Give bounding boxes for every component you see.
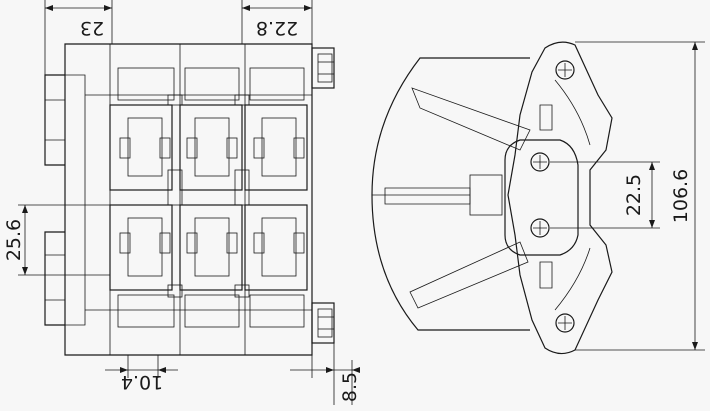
dim-bottom-right-offset: 8.5 — [339, 372, 361, 402]
dim-overall-height: 106.6 — [670, 169, 692, 223]
dim-top-left-width: 23 — [80, 17, 104, 39]
right-view-dimensions: 22.5 106.6 — [550, 41, 705, 351]
right-view-holes — [530, 60, 575, 333]
right-view: 22.5 106.6 — [371, 41, 705, 355]
right-view-hub — [504, 139, 579, 256]
dim-top-right-width: 22.8 — [256, 17, 298, 39]
left-view: 23 22.8 25.6 10.4 — [3, 0, 361, 405]
right-view-back-outline — [371, 57, 530, 331]
right-view-plate — [507, 41, 613, 355]
dim-bottom-pitch: 10.4 — [121, 371, 163, 393]
left-view-cells — [109, 67, 308, 328]
left-view-terminals — [311, 47, 335, 344]
left-view-outline — [44, 43, 313, 356]
right-view-arms — [384, 87, 531, 309]
dim-hole-spacing: 22.5 — [623, 174, 645, 216]
left-view-dimensions: 23 22.8 25.6 10.4 — [3, 0, 361, 405]
dim-left-height: 25.6 — [3, 219, 25, 261]
